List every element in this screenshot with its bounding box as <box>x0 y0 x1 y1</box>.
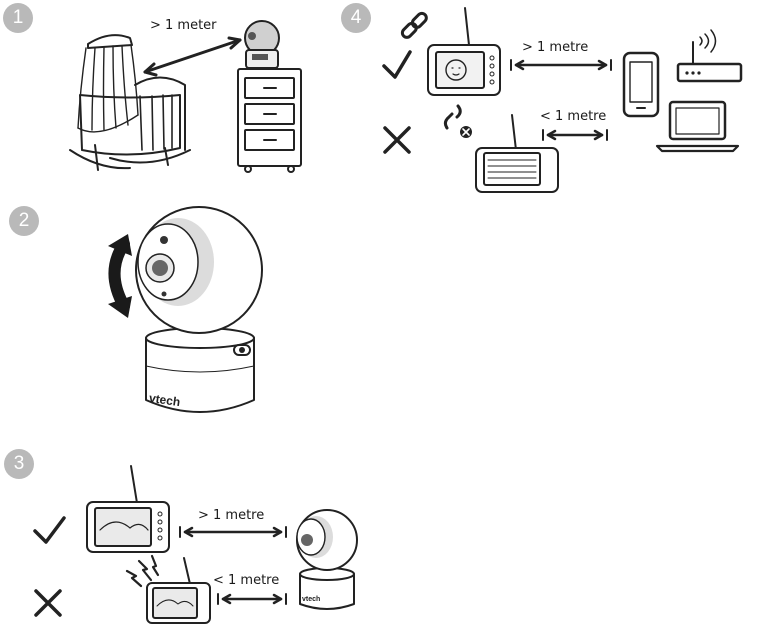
phone-icon <box>622 51 660 118</box>
step-3-badge: 3 <box>4 449 34 479</box>
step3-far-arrow <box>179 526 287 538</box>
camera-small <box>296 509 358 610</box>
step4-far-arrow <box>510 59 612 71</box>
parent-unit-far <box>86 465 170 553</box>
check-icon <box>382 50 412 79</box>
broken-link-icon <box>443 104 472 138</box>
step3-near-label: < 1 metre <box>213 573 280 588</box>
laptop-icon <box>655 100 740 153</box>
camera-large <box>135 206 263 413</box>
parent-unit-near <box>146 557 211 624</box>
parent-unit-linked <box>427 7 501 96</box>
router-icon <box>676 29 743 83</box>
small-camera-brand-logo: vtech <box>302 596 321 603</box>
crib-illustration <box>69 34 191 171</box>
step-4-badge: 4 <box>341 3 371 33</box>
cross-icon <box>383 126 411 154</box>
check-icon <box>33 516 66 544</box>
step3-near-arrow <box>217 593 287 605</box>
step1-distance-label: > 1 meter <box>150 18 217 33</box>
step-1-badge: 1 <box>3 3 33 33</box>
rotate-arrow-icon <box>108 234 132 318</box>
step1-distance-arrow <box>143 36 242 77</box>
parent-unit-unlinked <box>475 114 559 193</box>
step-2-badge: 2 <box>9 206 39 236</box>
dresser-with-camera <box>237 20 302 173</box>
interference-icon <box>125 554 160 588</box>
step4-near-arrow <box>542 129 608 141</box>
step3-far-label: > 1 metre <box>198 508 265 523</box>
step4-near-label: < 1 metre <box>540 109 607 124</box>
step4-far-label: > 1 metre <box>522 40 589 55</box>
cross-icon <box>34 589 62 617</box>
link-icon <box>400 11 428 39</box>
